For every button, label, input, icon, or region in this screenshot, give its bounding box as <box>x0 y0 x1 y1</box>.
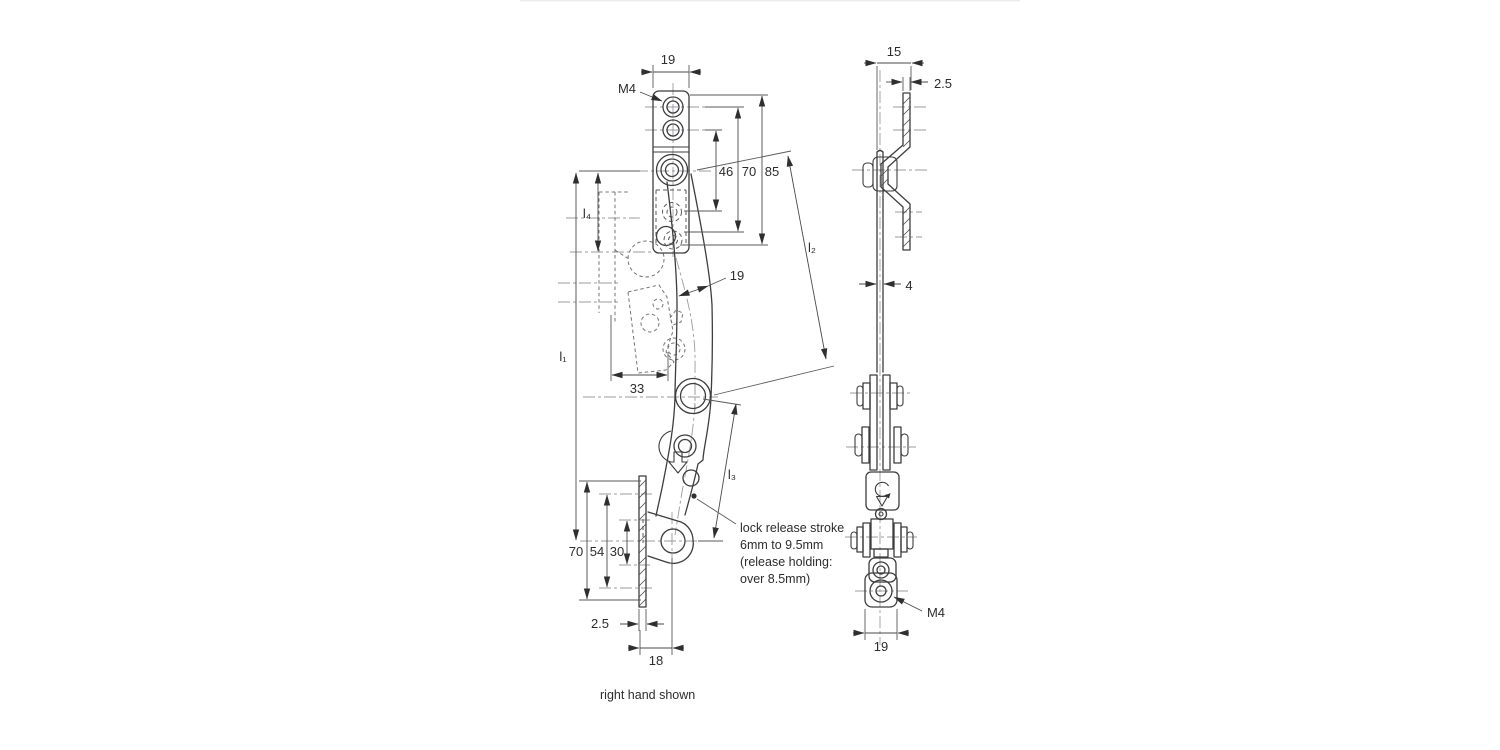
dim-label-top-width: 19 <box>661 52 675 67</box>
dim-label-54: 54 <box>590 544 604 559</box>
side-plate-hatching <box>880 96 911 248</box>
front-centerlines <box>558 83 718 589</box>
side-outline <box>850 92 914 608</box>
dim-label-85: 85 <box>765 164 779 179</box>
dim-label-side-4: 4 <box>905 278 912 293</box>
dim-label-l3: l₃ <box>728 467 736 482</box>
dim-label-33: 33 <box>630 381 644 396</box>
dim-label-2-5: 2.5 <box>591 616 609 631</box>
dim-label-plate-70: 70 <box>569 544 583 559</box>
front-outline <box>638 90 714 608</box>
front-view: 19 M4 46 70 85 l₂ 19 33 l₁ l₄ l₃ 70 54 3… <box>558 52 835 668</box>
note-line-4: over 8.5mm) <box>740 572 810 586</box>
caption-right-hand-shown: right hand shown <box>600 688 695 702</box>
dim-label-l1: l₁ <box>559 349 567 364</box>
side-dimensions <box>853 59 928 640</box>
dim-label-46: 46 <box>719 164 733 179</box>
dim-label-18: 18 <box>649 653 663 668</box>
lock-stroke-reference-dot <box>691 493 697 499</box>
dim-label-side-2-5: 2.5 <box>934 76 952 91</box>
front-phantom-position <box>598 191 686 374</box>
front-plate-hatching <box>638 479 647 607</box>
note-line-1: lock release stroke <box>740 521 844 535</box>
dim-label-70: 70 <box>742 164 756 179</box>
dim-label-side-15: 15 <box>887 44 901 59</box>
lock-release-icon <box>874 481 891 507</box>
dim-label-arm-width: 19 <box>730 268 744 283</box>
front-dimensions <box>572 65 835 655</box>
release-arrow-icon <box>668 451 688 474</box>
note-line-2: 6mm to 9.5mm <box>740 538 823 552</box>
lock-release-note: lock release stroke 6mm to 9.5mm (releas… <box>740 521 844 586</box>
side-centerlines <box>845 70 930 645</box>
note-line-3: (release holding: <box>740 555 832 569</box>
dim-label-l2: l₂ <box>808 240 816 255</box>
thread-label-side-m4: M4 <box>927 605 945 620</box>
top-border-line <box>520 0 1020 2</box>
dim-label-l4: l₄ <box>583 206 591 221</box>
thread-label-m4: M4 <box>618 81 636 96</box>
dim-label-side-19: 19 <box>874 639 888 654</box>
side-view: 15 2.5 4 M4 19 <box>845 44 952 654</box>
dim-label-30: 30 <box>610 544 624 559</box>
